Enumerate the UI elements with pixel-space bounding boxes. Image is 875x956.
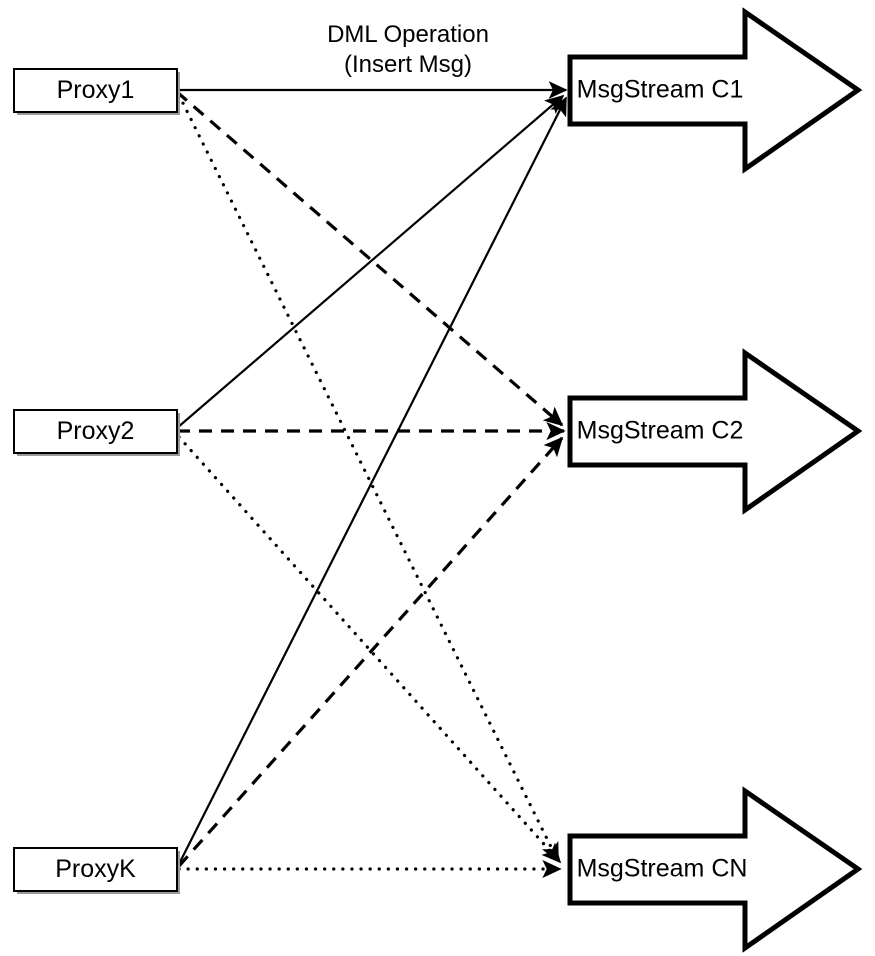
proxy-node-proxy2: Proxy2 — [13, 409, 180, 456]
connections-layer — [175, 81, 568, 879]
msgstream-label: MsgStream C2 — [577, 417, 744, 445]
proxy-box-rect — [13, 409, 178, 454]
proxy-label: ProxyK — [55, 855, 136, 883]
proxy-node-proxyk: ProxyK — [13, 847, 180, 894]
connection-proxy2-to-c1 — [176, 94, 565, 429]
msgstream-label: MsgStream CN — [577, 855, 748, 883]
proxy-box-rect — [13, 68, 178, 113]
msgstream-label: MsgStream C1 — [577, 76, 744, 104]
msgstream-node-stream_c1: MsgStream C1 — [567, 7, 863, 174]
connection-proxy1-to-cn — [177, 93, 560, 863]
dml-operation-label-line1: DML Operation — [327, 21, 489, 48]
proxy-label: Proxy1 — [57, 76, 135, 104]
msgstream-node-stream_c2: MsgStream C2 — [567, 348, 863, 515]
dml-operation-label: DML Operation (Insert Msg) — [327, 21, 489, 78]
connection-proxyk-to-c2 — [177, 436, 564, 868]
msgstream-arrow-shape — [567, 348, 863, 515]
proxy-box-rect — [13, 847, 178, 892]
connection-proxyk-to-c1 — [177, 96, 567, 867]
msgstream-arrow-shape — [567, 7, 863, 174]
msgstream-arrow-shape — [567, 786, 863, 953]
dml-operation-label-line2: (Insert Msg) — [344, 51, 472, 78]
connection-proxy1-to-c2 — [175, 90, 564, 427]
connection-proxy2-to-cn — [177, 435, 562, 864]
msgstream-layer: MsgStream C1 MsgStream C2 MsgStream CN — [567, 7, 863, 953]
proxy-label: Proxy2 — [57, 417, 135, 445]
msgstream-node-stream_cn: MsgStream CN — [567, 786, 863, 953]
proxy-node-proxy1: Proxy1 — [13, 68, 180, 115]
